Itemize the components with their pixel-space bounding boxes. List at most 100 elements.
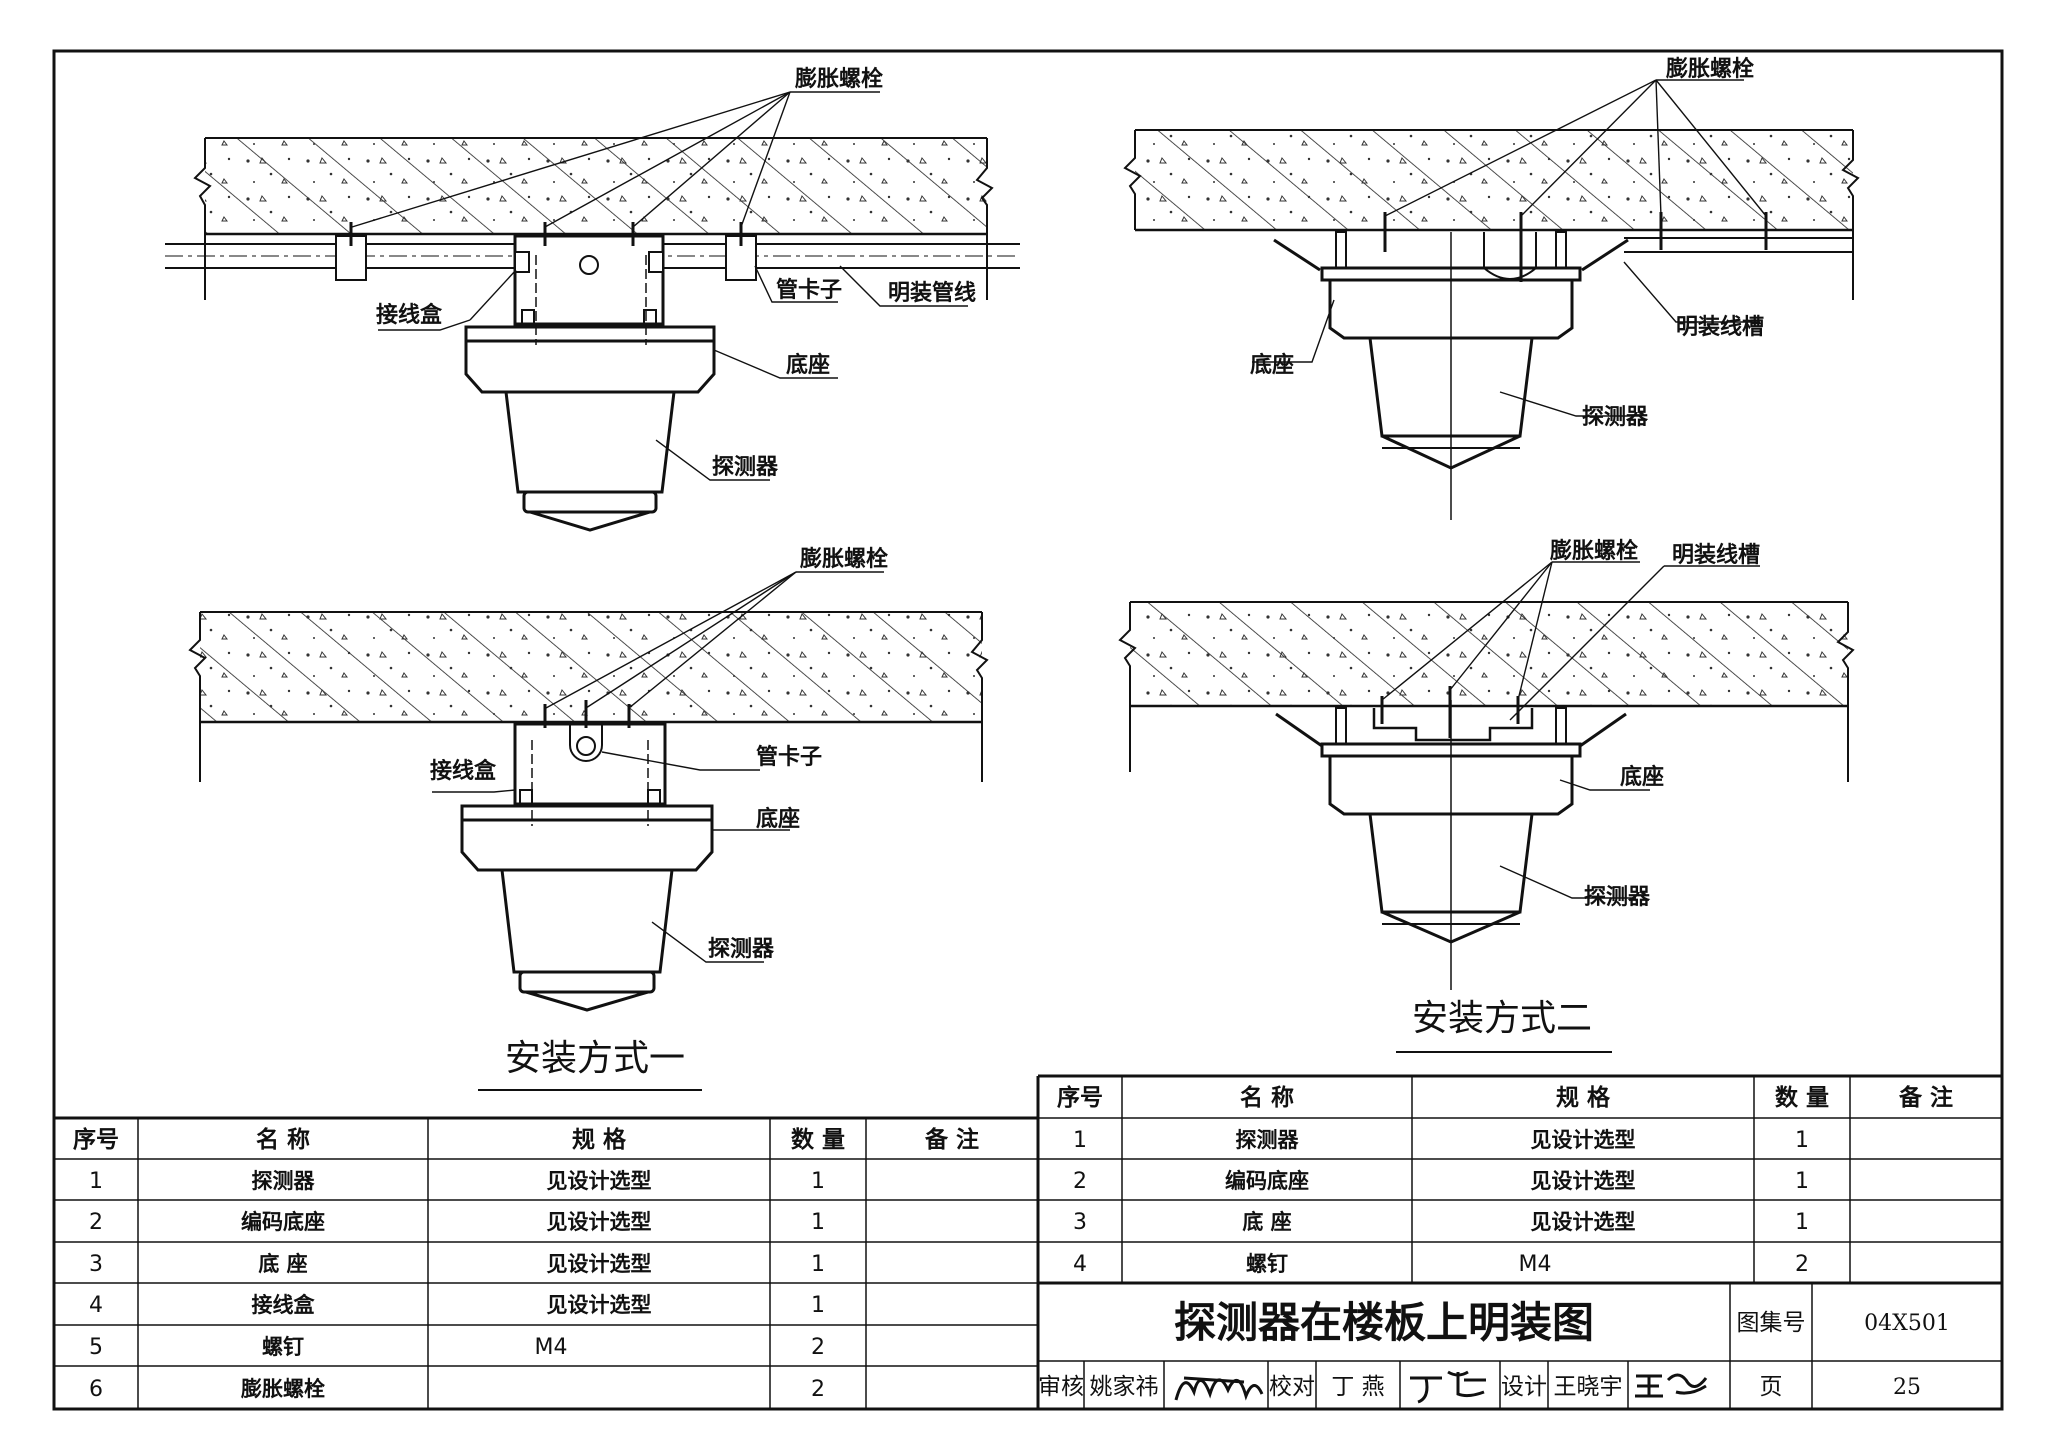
label-expansion-bolt-1: 膨胀螺栓	[794, 67, 883, 92]
table-cell: M4	[535, 1335, 568, 1360]
label-junction-box-2: 接线盒	[430, 758, 497, 784]
view-bottom-left: 膨胀螺栓 管卡子 接线盒 底座 探测器 安装方式一	[188, 547, 989, 1091]
table-cell: 1	[89, 1169, 103, 1194]
base	[464, 325, 716, 394]
view-bottom-right: 膨胀螺栓 明装线槽 底座 探测器 安装方式二	[1118, 539, 1855, 1053]
caption-method-one: 安装方式一	[505, 1038, 685, 1079]
header-index: 序号	[73, 1126, 119, 1153]
check-label: 校对	[1269, 1374, 1315, 1400]
leader-lines	[1252, 79, 1767, 417]
concrete-slab	[188, 611, 989, 782]
table-cell: 膨胀螺栓	[241, 1377, 325, 1401]
table-cell: 见设计选型	[547, 1169, 652, 1193]
expansion-bolts	[1383, 212, 1768, 282]
concrete-slab	[1123, 129, 1860, 300]
surface-trunking	[1372, 708, 1534, 742]
view-top-right: 膨胀螺栓 底座 明装线槽 探测器	[1123, 57, 1860, 520]
table-cell: M4	[1519, 1252, 1552, 1277]
table-cell: 见设计选型	[547, 1252, 652, 1276]
base	[460, 804, 714, 872]
surface-trunking	[1624, 237, 1853, 253]
table-cell: 螺钉	[262, 1335, 304, 1359]
table-cell: 6	[89, 1377, 103, 1402]
checker-name: 丁 燕	[1331, 1374, 1384, 1400]
table-cell: 1	[1073, 1128, 1087, 1153]
table-cell: 1	[1795, 1210, 1809, 1235]
header-index: 序号	[1057, 1084, 1103, 1111]
page-label: 页	[1760, 1374, 1783, 1400]
table-cell: 见设计选型	[547, 1210, 652, 1234]
header-qty: 数 量	[1775, 1084, 1829, 1111]
label-surface-trunking-1: 明装线槽	[1676, 314, 1764, 340]
label-detector-3: 探测器	[1582, 404, 1649, 430]
designer-name: 王晓宇	[1554, 1374, 1623, 1400]
table-cell: 1	[1795, 1169, 1809, 1194]
pipe-clip-right	[725, 235, 757, 281]
table-cell: 1	[811, 1252, 825, 1277]
table-cell: 见设计选型	[1531, 1169, 1636, 1193]
table-cell: 编码底座	[241, 1210, 325, 1234]
label-expansion-bolt-4: 膨胀螺栓	[1549, 539, 1638, 564]
title-block: 探测器在楼板上明装图 图集号 04X501 页 25 审核 姚家祎 校对 丁 燕…	[1038, 1283, 2002, 1409]
view-top-left: 膨胀螺栓 接线盒 管卡子 明装管线 底座 探测器	[165, 67, 1020, 532]
page-number: 25	[1893, 1375, 1921, 1400]
table-cell: 见设计选型	[547, 1293, 652, 1317]
label-base-3: 底座	[1250, 352, 1294, 378]
leader-lines	[351, 91, 968, 481]
table-cell: 3	[89, 1252, 103, 1277]
header-spec: 规 格	[1556, 1084, 1611, 1111]
table-cell: 探测器	[1236, 1128, 1300, 1152]
bom-table-right: 序号 名 称 规 格 数 量 备 注 1 探测器 见设计选型 1 2 编码底座 …	[1038, 1074, 2002, 1285]
reviewer-signature	[1174, 1376, 1264, 1401]
label-surface-conduit: 明装管线	[888, 280, 976, 306]
header-qty: 数 量	[791, 1126, 845, 1153]
table-cell: 2	[1795, 1252, 1809, 1277]
detector	[500, 868, 674, 1012]
table-cell: 底 座	[258, 1252, 307, 1276]
table-cell: 4	[89, 1293, 103, 1318]
table-cell: 1	[1795, 1128, 1809, 1153]
junction-box	[513, 234, 665, 326]
label-detector-4: 探测器	[1584, 884, 1651, 910]
table-cell: 2	[89, 1210, 103, 1235]
atlas-label: 图集号	[1737, 1310, 1806, 1336]
table-cell: 编码底座	[1225, 1169, 1309, 1193]
sheet-border	[52, 49, 2004, 1411]
table-cell: 3	[1073, 1210, 1087, 1235]
label-expansion-bolt-3: 膨胀螺栓	[1665, 57, 1754, 82]
table-cell: 2	[811, 1377, 825, 1402]
table-cell: 1	[811, 1169, 825, 1194]
header-note: 备 注	[924, 1126, 979, 1153]
header-note: 备 注	[1898, 1084, 1953, 1111]
checker-signature	[1410, 1370, 1486, 1404]
table-cell: 螺钉	[1246, 1252, 1288, 1276]
detector	[504, 390, 676, 532]
table-cell: 见设计选型	[1531, 1210, 1636, 1234]
junction-box	[513, 722, 667, 806]
drawing-title: 探测器在楼板上明装图	[1174, 1298, 1594, 1347]
label-detector-1: 探测器	[712, 454, 779, 480]
table-cell: 底 座	[1242, 1210, 1291, 1234]
label-base-1: 底座	[786, 352, 830, 378]
label-junction-box-1: 接线盒	[376, 302, 443, 328]
table-cell: 见设计选型	[1531, 1128, 1636, 1152]
label-expansion-bolt-2: 膨胀螺栓	[799, 547, 888, 572]
label-pipe-clip-1: 管卡子	[776, 277, 842, 303]
reviewer-name: 姚家祎	[1090, 1374, 1159, 1400]
design-label: 设计	[1501, 1374, 1547, 1400]
review-label: 审核	[1038, 1374, 1084, 1400]
leader-lines	[1381, 561, 1760, 899]
header-name: 名 称	[1240, 1084, 1294, 1111]
table-cell: 2	[1073, 1169, 1087, 1194]
bom-table-left: 序号 名 称 规 格 数 量 备 注 1 探测器 见设计选型 1 2 编码底座 …	[54, 1076, 1040, 1409]
label-pipe-clip-2: 管卡子	[756, 744, 822, 770]
label-base-4: 底座	[1620, 764, 1664, 790]
header-name: 名 称	[256, 1126, 310, 1153]
table-cell: 1	[811, 1293, 825, 1318]
designer-signature	[1635, 1373, 1708, 1398]
table-cell: 4	[1073, 1252, 1087, 1277]
expansion-bolts	[1380, 686, 1520, 738]
leader-lines	[432, 571, 884, 963]
table-cell: 1	[811, 1210, 825, 1235]
